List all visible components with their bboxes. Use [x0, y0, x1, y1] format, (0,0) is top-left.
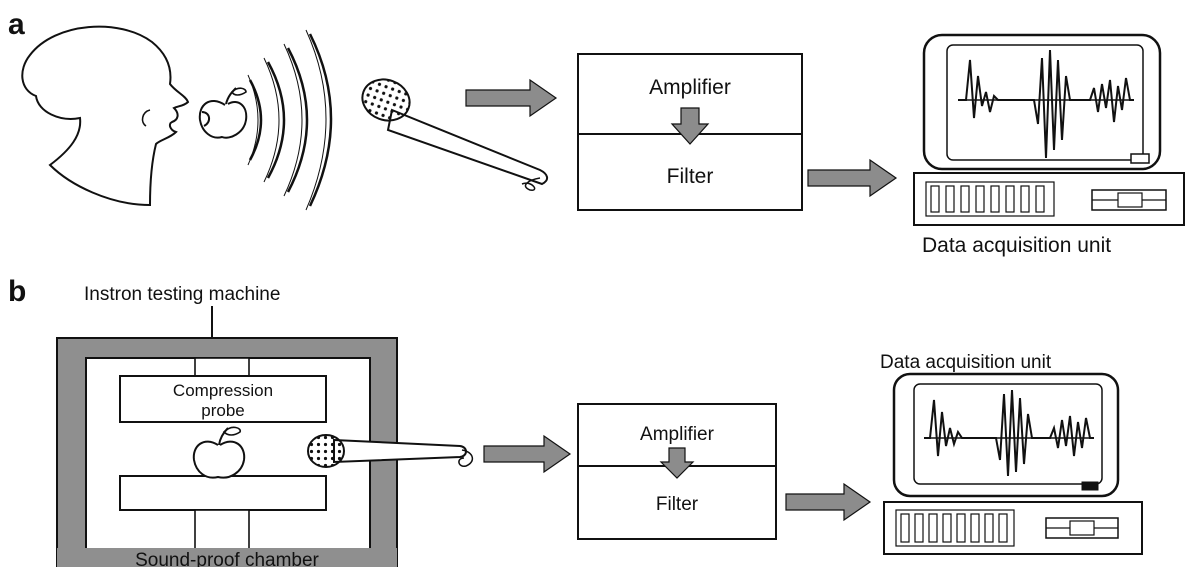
- apple-icon-b: [192, 426, 246, 479]
- microphone-icon: [361, 78, 548, 191]
- chamber-label: Sound-proof chamber: [135, 550, 319, 567]
- compression-probe-box: [119, 375, 327, 423]
- person-head-icon: [21, 25, 190, 207]
- probe-label-line1: Compression: [173, 381, 273, 400]
- daq-label-a: Data acquisition unit: [922, 234, 1111, 257]
- amplifier-filter-box-a: [577, 53, 803, 211]
- probe-label-line2: probe: [201, 401, 244, 420]
- microphone-icon-b: [307, 434, 474, 468]
- apple-icon: [198, 87, 248, 139]
- monitor-icon-b: [892, 372, 1120, 498]
- arrow-to-daq-b: [785, 482, 872, 522]
- instron-label: Instron testing machine: [84, 284, 280, 305]
- data-unit-box-b: [883, 501, 1143, 555]
- daq-label-b: Data acquisition unit: [880, 352, 1052, 373]
- amplifier-label-b: Amplifier: [640, 424, 715, 445]
- panel-a-letter: a: [8, 8, 25, 41]
- ear-icon: [141, 109, 151, 127]
- arrow-to-amplifier-a: [465, 78, 558, 118]
- monitor-icon-a: [922, 33, 1162, 171]
- down-arrow-a: [670, 107, 710, 145]
- panel-b-letter: b: [8, 275, 26, 308]
- down-arrow-b: [659, 447, 695, 479]
- filter-label-b: Filter: [656, 494, 699, 515]
- arrow-to-daq-a: [807, 158, 898, 198]
- base-platform: [119, 475, 327, 511]
- filter-label-a: Filter: [667, 165, 714, 188]
- sound-waves-icon: [247, 29, 333, 211]
- arrow-to-amplifier-b: [483, 434, 572, 474]
- data-unit-box-a: [913, 172, 1185, 226]
- amplifier-label-a: Amplifier: [649, 76, 731, 99]
